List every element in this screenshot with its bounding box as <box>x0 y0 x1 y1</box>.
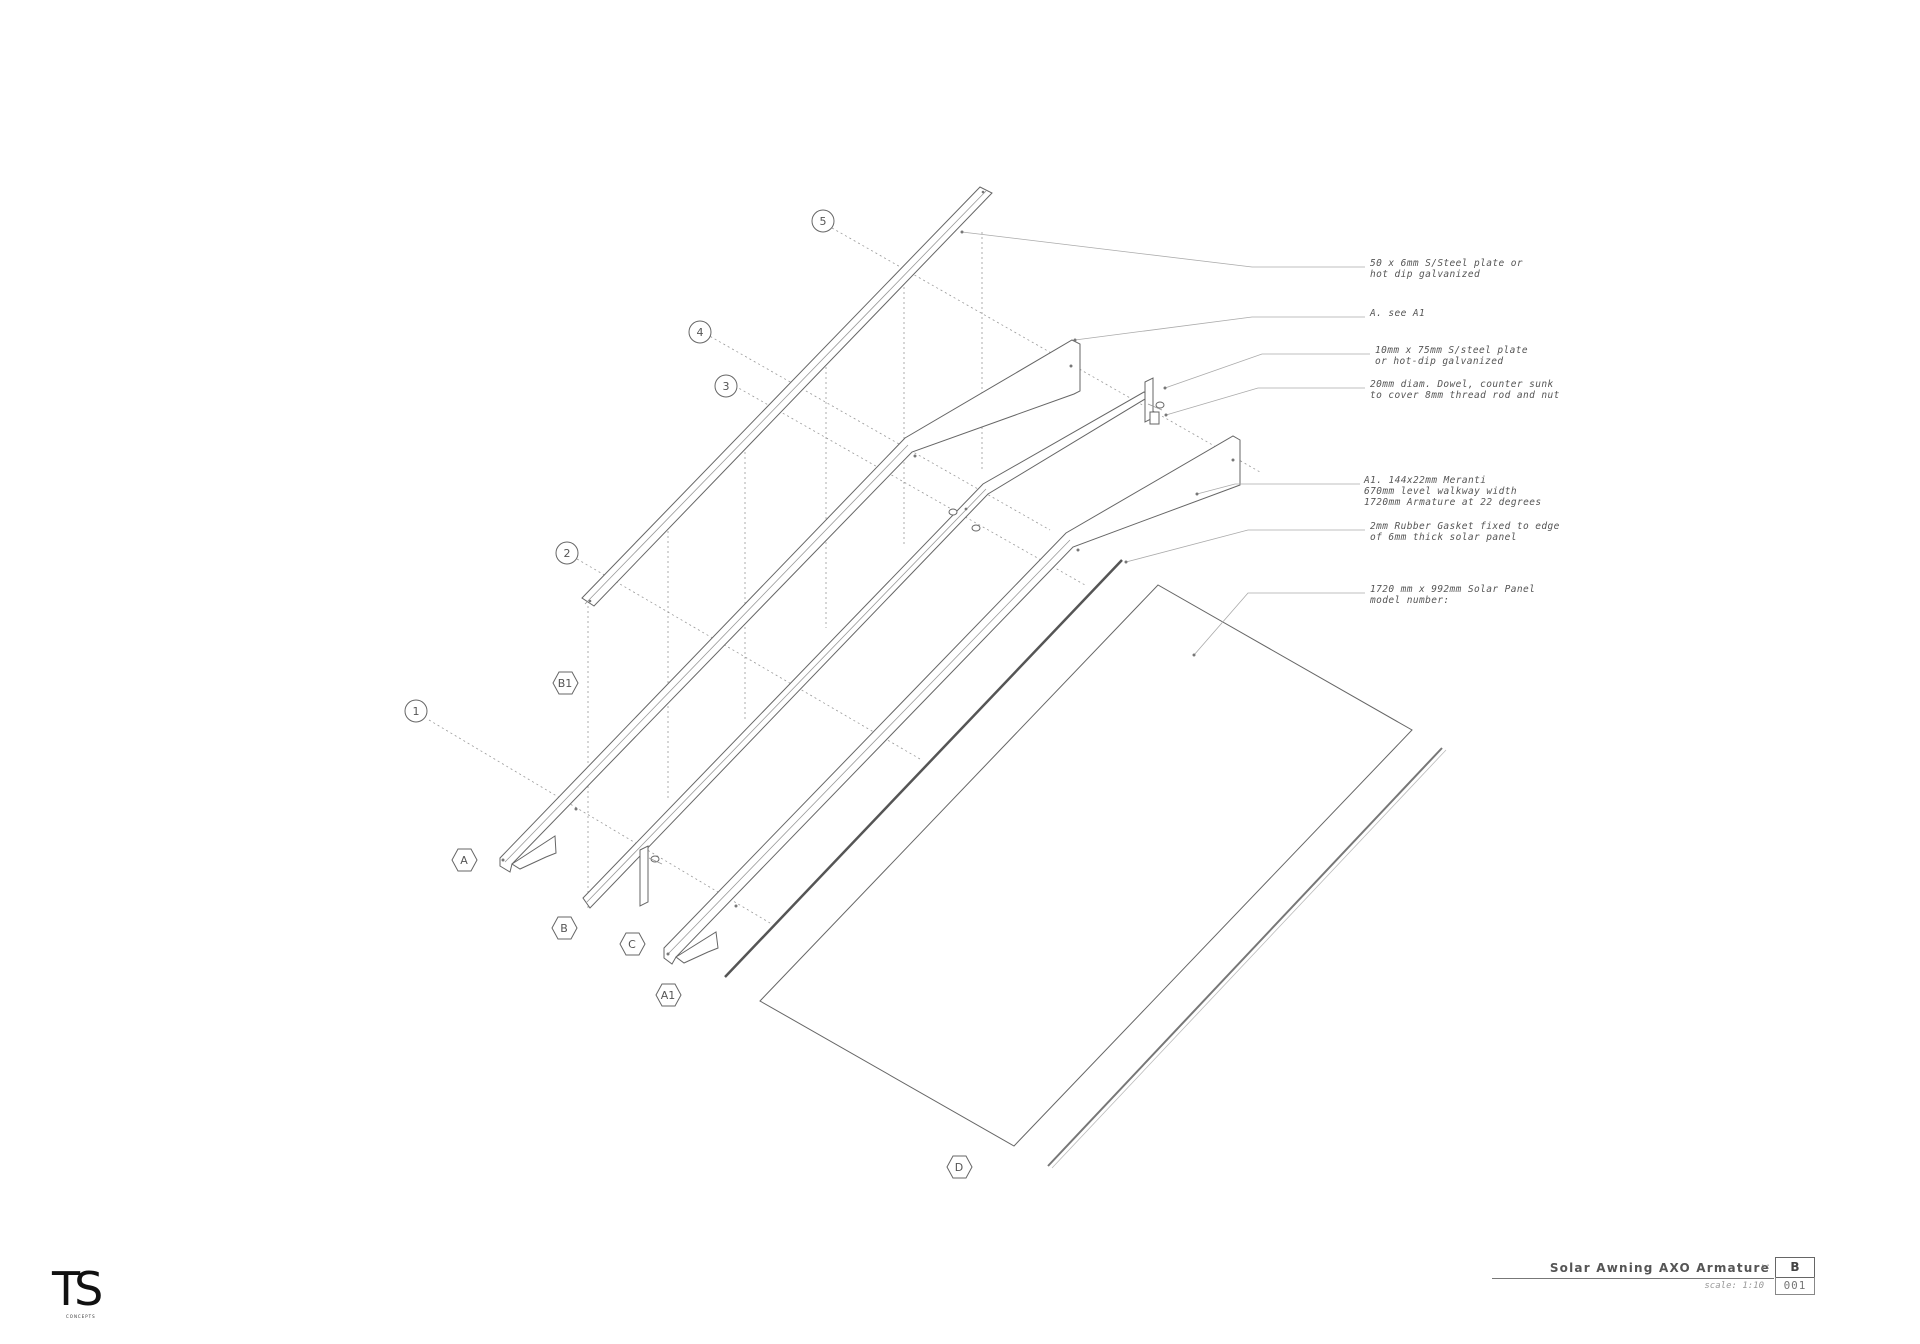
rubber-gasket <box>724 559 1447 1169</box>
grid-markers: 1 2 3 4 5 <box>404 209 835 723</box>
sheet-letter: B <box>1775 1257 1815 1278</box>
logo-subtitle: CONCEPTS <box>66 1314 96 1319</box>
grid-line-3 <box>734 385 1086 586</box>
solar-panel <box>759 584 1413 1147</box>
title-underline <box>1492 1278 1774 1279</box>
svg-text:2: 2 <box>564 547 571 560</box>
svg-text:B1: B1 <box>558 677 573 690</box>
bracket-c <box>639 377 1165 907</box>
svg-text:A: A <box>460 854 468 867</box>
part-tag-d: D <box>946 1155 973 1179</box>
svg-text:A1: A1 <box>661 989 676 1002</box>
note-steel-plate-10mm: 10mm x 75mm S/steel plate or hot-dip gal… <box>1375 345 1534 367</box>
svg-text:C: C <box>628 938 636 951</box>
note-steel-plate: 50 x 6mm S/Steel plate or hot dip galvan… <box>1370 258 1529 280</box>
grid-line-2 <box>576 558 921 760</box>
svg-text:5: 5 <box>820 215 827 228</box>
note-gasket: 2mm Rubber Gasket fixed to edge of 6mm t… <box>1370 521 1566 543</box>
beam-a <box>499 339 1081 873</box>
grid-marker-3: 3 <box>714 374 738 398</box>
grid-line-4 <box>705 333 1051 531</box>
note-meranti: A1. 144x22mm Meranti 670mm level walkway… <box>1363 475 1541 508</box>
note-dowel: 20mm diam. Dowel, counter sunk to cover … <box>1370 379 1560 401</box>
svg-text:4: 4 <box>697 326 704 339</box>
part-tags: A B1 B C A1 D <box>451 671 973 1179</box>
part-tag-a: A <box>451 848 478 872</box>
grid-lines <box>428 227 1261 924</box>
steel-plate-top <box>581 186 993 607</box>
leader-lines <box>960 230 1370 657</box>
note-solar-panel: 1720 mm x 992mm Solar Panel model number… <box>1369 584 1541 606</box>
title-block: Solar Awning AXO Armature :: scale: 1:10… <box>1492 1257 1815 1301</box>
grid-marker-1: 1 <box>404 699 428 723</box>
part-tag-c: C <box>619 932 646 956</box>
notes: 50 x 6mm S/Steel plate or hot dip galvan… <box>1363 258 1566 606</box>
beam-a1 <box>663 435 1241 965</box>
title-separator: :: <box>1760 1262 1771 1272</box>
part-tag-b: B <box>551 916 578 940</box>
projection-lines <box>587 232 983 910</box>
note-see-a1: A. see A1 <box>1369 308 1425 319</box>
drawing-title: Solar Awning AXO Armature <box>1549 1261 1770 1275</box>
company-logo: TS CONCEPTS <box>52 1266 112 1322</box>
svg-text:B: B <box>560 922 568 935</box>
svg-text:D: D <box>955 1161 963 1174</box>
grid-marker-2: 2 <box>555 541 579 565</box>
part-tag-a1: A1 <box>655 983 682 1007</box>
grid-line-5 <box>831 227 1261 473</box>
logo-mark: TS <box>52 1262 103 1316</box>
svg-text:1: 1 <box>413 705 420 718</box>
part-tag-b1: B1 <box>552 671 579 695</box>
grid-marker-5: 5 <box>811 209 835 233</box>
grid-marker-4: 4 <box>688 320 712 344</box>
sheet-number: 001 <box>1775 1277 1815 1295</box>
svg-text:3: 3 <box>723 380 730 393</box>
grid-line-1 <box>428 719 771 924</box>
drawing-scale: scale: 1:10 <box>1704 1281 1764 1291</box>
